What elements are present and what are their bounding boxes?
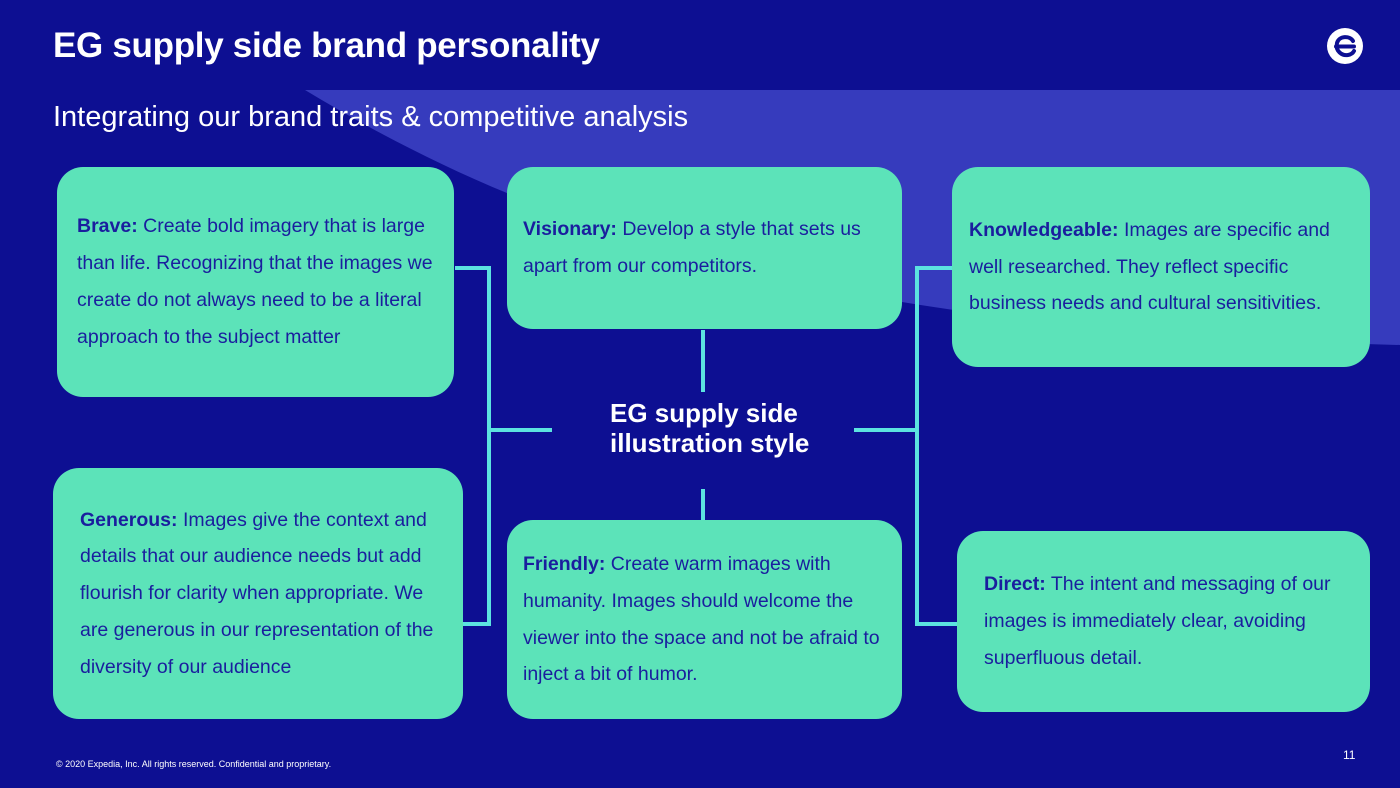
trait-card-generous: Generous: Images give the context and de… — [53, 468, 463, 719]
trait-card-friendly: Friendly: Create warm images with humani… — [507, 520, 902, 719]
center-hub-label: EG supply side illustration style — [556, 398, 856, 458]
trait-card-direct: Direct: The intent and messaging of our … — [957, 531, 1370, 712]
trait-card-knowledgeable: Knowledgeable: Images are specific and w… — [952, 167, 1370, 367]
trait-label: Visionary: — [523, 218, 617, 241]
trait-card-brave: Brave: Create bold imagery that is large… — [57, 167, 454, 397]
trait-label: Generous: — [80, 508, 178, 531]
trait-label: Knowledgeable: — [969, 218, 1119, 241]
page-title: EG supply side brand personality — [53, 26, 600, 65]
trait-label: Friendly: — [523, 552, 606, 575]
trait-label: Brave: — [77, 215, 138, 238]
center-hub-line2: illustration style — [610, 428, 810, 458]
trait-text: Create warm images with humanity. Images… — [523, 552, 880, 686]
trait-text: The intent and messaging of our images i… — [984, 573, 1331, 669]
page-number: 11 — [1343, 748, 1356, 762]
trait-text: Create bold imagery that is large than l… — [77, 215, 433, 348]
trait-text: Develop a style that sets us apart from … — [523, 218, 861, 277]
trait-text: Images are specific and well researched.… — [969, 218, 1330, 315]
trait-text: Images give the context and details that… — [80, 508, 434, 678]
page-subtitle: Integrating our brand traits & competiti… — [53, 101, 689, 133]
copyright-footer: © 2020 Expedia, Inc. All rights reserved… — [56, 759, 332, 769]
center-hub-line1: EG supply side — [610, 398, 798, 428]
trait-label: Direct: — [984, 573, 1046, 596]
expedia-e-logo-icon — [1327, 28, 1363, 64]
trait-card-visionary: Visionary: Develop a style that sets us … — [507, 167, 902, 329]
